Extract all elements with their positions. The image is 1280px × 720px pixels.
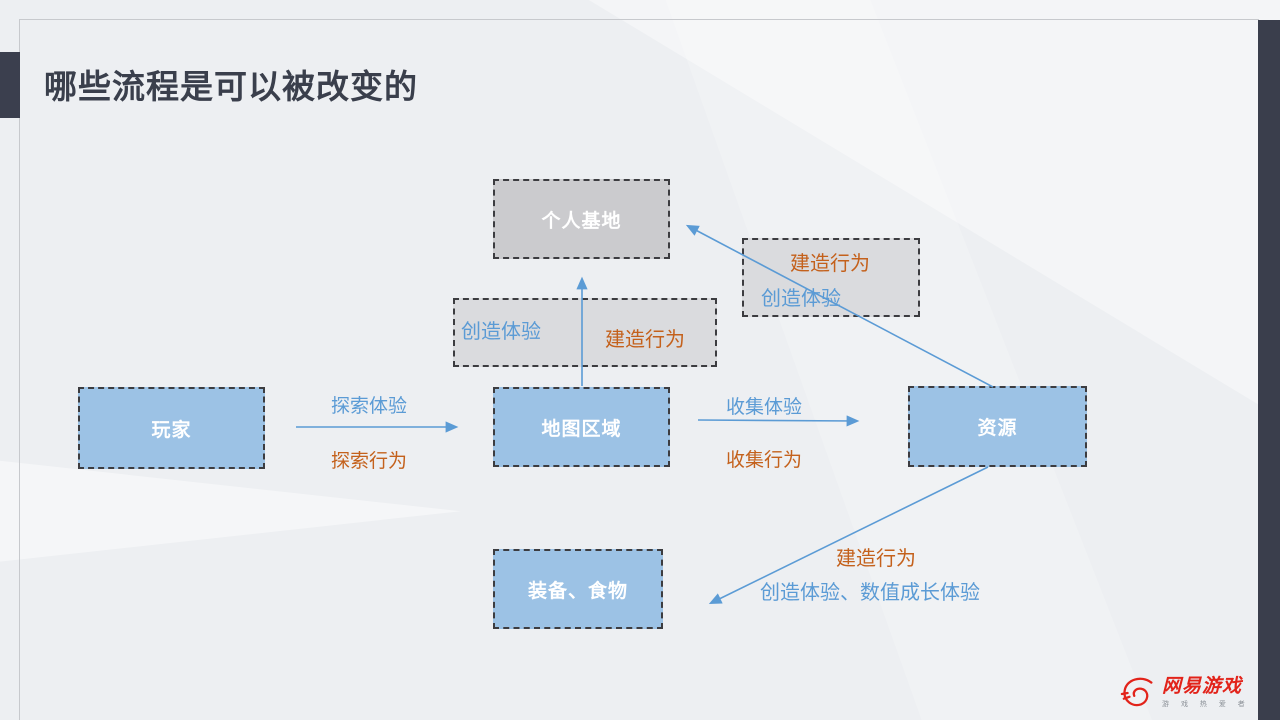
node-map-area: 地图区域: [493, 387, 670, 467]
labelbox-map-to-base: 创造体验 建造行为: [453, 298, 717, 367]
labelbox-resource-to-base: 建造行为 创造体验: [742, 238, 920, 317]
slide-title: 哪些流程是可以被改变的: [44, 68, 418, 105]
label-create-experience: 创造体验: [461, 321, 541, 343]
label-build-behavior: 建造行为: [836, 548, 916, 570]
label-explore-behavior: 探索行为: [331, 451, 408, 472]
node-player: 玩家: [78, 387, 265, 469]
node-personal-base: 个人基地: [493, 179, 670, 259]
node-equipment-food: 装备、食物: [493, 549, 663, 629]
label-create-growth-experience: 创造体验、数值成长体验: [760, 582, 980, 604]
slide-right-dark-bar: [1258, 20, 1280, 720]
slide-frame-left-border: [19, 19, 20, 720]
node-equipment-food-label: 装备、食物: [527, 580, 628, 602]
label-collect-behavior: 收集行为: [726, 450, 803, 471]
node-personal-base-label: 个人基地: [541, 210, 622, 232]
brand-name: 网易游戏: [1162, 676, 1243, 697]
label-explore-experience: 探索体验: [331, 396, 408, 417]
arrow-map-to-resource: [697, 415, 860, 427]
node-resource-label: 资源: [977, 418, 1018, 439]
netease-flame-icon: [1120, 677, 1153, 707]
title-accent-bar: [0, 52, 20, 118]
label-create-experience: 创造体验: [761, 288, 841, 310]
label-build-behavior: 建造行为: [790, 253, 870, 275]
label-collect-experience: 收集体验: [726, 397, 803, 418]
node-player-label: 玩家: [151, 419, 192, 441]
brand-tagline: 游 戏 热 爱 者: [1162, 701, 1250, 708]
label-build-behavior: 建造行为: [605, 329, 685, 351]
node-resource: 资源: [908, 386, 1087, 467]
node-map-area-label: 地图区域: [541, 418, 622, 440]
slide-frame-top-border: [20, 19, 1259, 20]
netease-games-logo: 网易游戏 游 戏 热 爱 者: [1120, 674, 1250, 712]
